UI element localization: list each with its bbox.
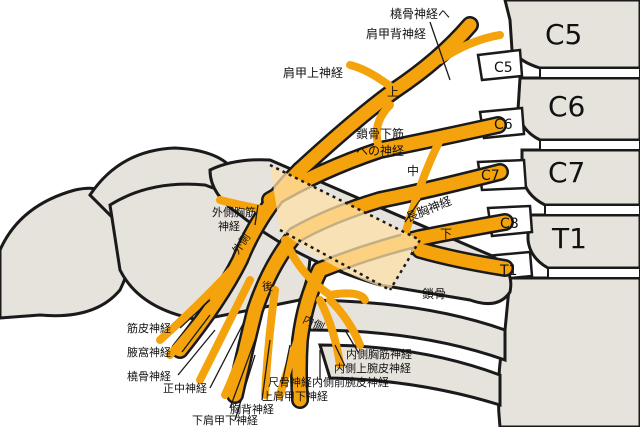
trunk-label-upper: 上	[387, 85, 399, 99]
root-label-c7: C7	[481, 168, 500, 184]
leader-lines	[177, 21, 451, 421]
label-subclavius-1: 鎖骨下筋	[356, 126, 404, 141]
radial-branch	[196, 276, 254, 384]
vertebra-lower-body	[496, 276, 640, 427]
label-upper-subscapular: 上肩甲下神経	[262, 389, 328, 403]
vertebra-label-c5: C5	[545, 18, 582, 51]
cord-label-posterior: 後	[262, 279, 273, 293]
label-lower-subscapular: 下肩甲下神経	[192, 413, 258, 427]
label-lateral-pectoral-2: 神経	[218, 219, 240, 233]
trunk-label-lower: 下	[440, 227, 452, 241]
label-thoracodorsal: 胸背神経	[230, 402, 274, 416]
trunk-label-middle: 中	[407, 163, 419, 178]
clavicle-overlay	[270, 165, 420, 290]
label-musculocutaneous: 筋皮神経	[127, 321, 171, 335]
disc	[539, 67, 640, 79]
root-t1	[413, 243, 512, 275]
label-subclavius-2: への神経	[356, 144, 404, 158]
root-label-c6: C6	[494, 117, 513, 133]
label-radial-branch: 橈骨神経へ	[390, 7, 450, 21]
lateral-pectoral-branch	[216, 196, 269, 214]
subclavius-branch	[372, 101, 394, 154]
label-clavicle: 鎖骨	[422, 286, 446, 301]
label-dorsal-scapular: 肩甲背神経	[366, 26, 426, 41]
long-thoracic-branch	[401, 136, 444, 239]
ulnar-branch	[276, 316, 309, 399]
medial-cutaneous-branch	[316, 296, 344, 369]
label-medial-pectoral: 内側胸筋神経	[346, 347, 412, 361]
thoracodorsal-branch	[261, 286, 279, 399]
label-median: 正中神経	[163, 381, 207, 395]
label-axillary: 腋窩神経	[127, 345, 171, 359]
transverse-process	[476, 48, 524, 82]
disc	[547, 267, 640, 279]
median-branch	[221, 281, 266, 399]
vertebra-label-c7: C7	[548, 156, 585, 189]
label-medial-antebrachial-cutaneous: 内側前腕皮神経	[312, 375, 389, 389]
axillary-branch	[166, 261, 244, 359]
disc	[539, 139, 640, 151]
label-suprascapular: 肩甲上神経	[283, 65, 343, 80]
root-label-c8: C8	[500, 216, 519, 232]
label-medial-brachial-cutaneous: 内側上腕皮神経	[334, 361, 411, 375]
posterior-loop	[281, 236, 369, 304]
label-radial: 橈骨神経	[127, 369, 171, 383]
vertebra-label-t1: T1	[551, 222, 587, 255]
label-ulnar: 尺骨神経	[268, 375, 312, 389]
disc	[544, 204, 640, 216]
label-lateral-pectoral-1: 外側胸筋	[212, 205, 256, 219]
root-label-t1: T1	[499, 263, 517, 279]
dorsal-scapular-branch	[436, 31, 504, 64]
vertebra-label-c6: C6	[548, 90, 585, 123]
rib	[297, 298, 507, 363]
suprascapular-branch	[346, 61, 399, 94]
root-label-c5: C5	[494, 60, 513, 76]
rib	[317, 343, 502, 408]
medial-pectoral-branch	[326, 296, 364, 349]
